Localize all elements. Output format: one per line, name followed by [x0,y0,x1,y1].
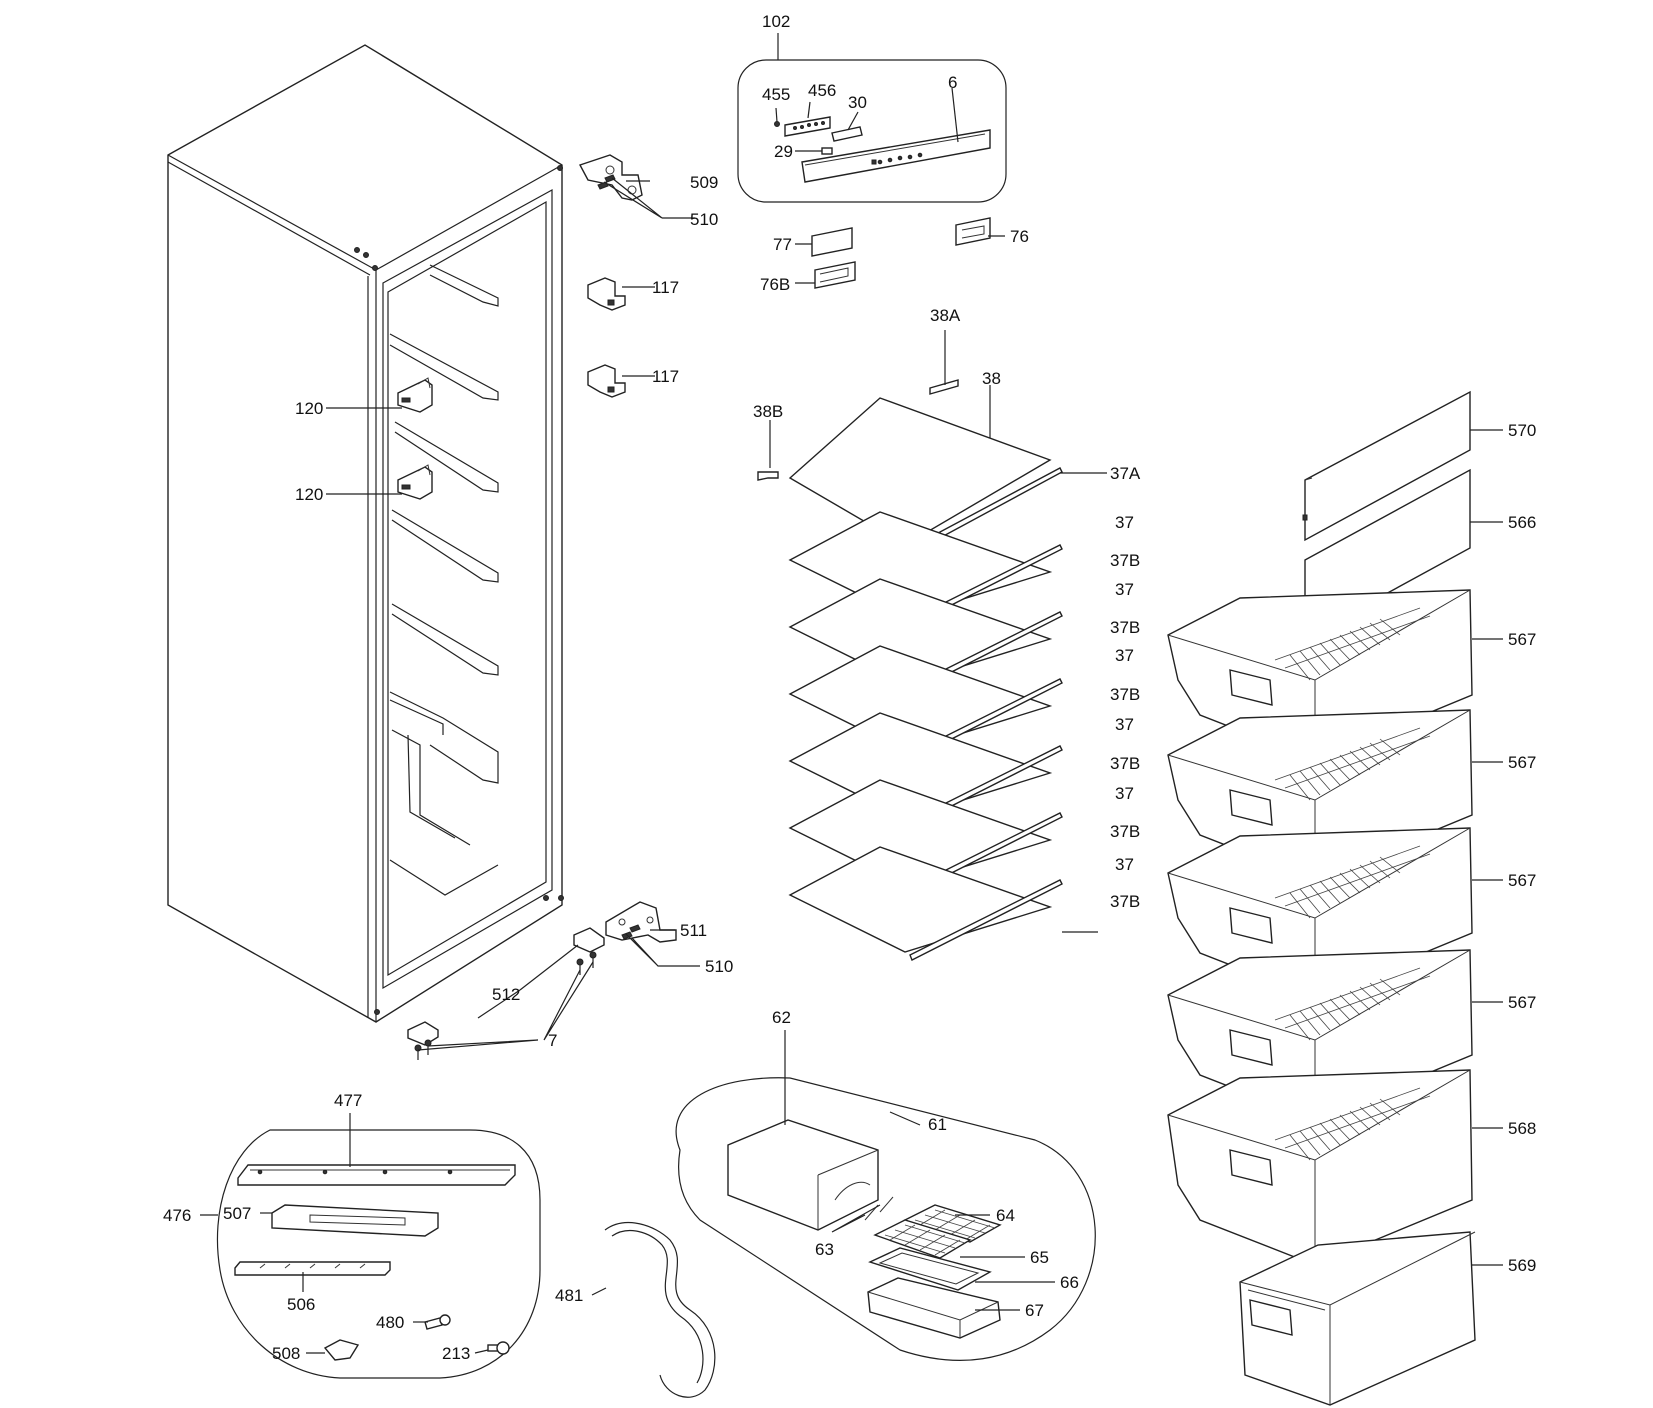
foot-512-lower [407,1021,439,1046]
callout-37b-4: 37B [1110,754,1140,773]
ice-tray-65 [873,1219,972,1259]
part-77 [811,227,853,257]
callout-37-5: 37 [1115,784,1134,803]
callout-567-c: 567 [1508,871,1536,890]
callout-37-2: 37 [1115,580,1134,599]
pcb-456-leds [793,121,825,130]
bottom-hinge-511 [605,901,677,943]
callout-120-lower: 120 [295,485,323,504]
callout-65: 65 [1030,1248,1049,1267]
callout-29: 29 [774,142,793,161]
cabinet-shelf-rails [389,264,499,896]
drawer-568 [1167,1069,1473,1266]
callout-77: 77 [773,235,792,254]
callout-38: 38 [982,369,1001,388]
bracket-507 [271,1204,439,1237]
callout-481: 481 [555,1286,583,1305]
clip-508 [323,1339,360,1361]
cabinet-body [167,44,564,1023]
callout-476: 476 [163,1206,191,1225]
callout-120-upper: 120 [295,399,323,418]
callout-64: 64 [996,1206,1015,1225]
ice-bin-67 [867,1277,1001,1339]
ice-cover-62 [727,1119,879,1231]
door-gasket-481 [604,1221,716,1398]
drawer-569 [1239,1231,1476,1406]
bracket-120-lower [397,464,433,500]
ice-frame-66 [868,1247,992,1291]
screw-480 [424,1314,451,1330]
callout-37b-3: 37B [1110,685,1140,704]
callout-30: 30 [848,93,867,112]
callout-569: 569 [1508,1256,1536,1275]
screws-510-top [597,174,616,190]
callout-37-1: 37 [1115,513,1134,532]
hinge-117-upper [587,277,626,311]
glass-shelf [788,846,1063,961]
drawers-567-568 [1167,589,1473,1266]
callout-477: 477 [334,1091,362,1110]
drawer-flap-570 [1302,390,1471,542]
callout-76: 76 [1010,227,1029,246]
grille-group-476 [216,1129,541,1379]
callout-570: 570 [1508,421,1536,440]
callout-61: 61 [928,1115,947,1134]
callout-508: 508 [272,1344,300,1363]
part-76 [955,217,991,246]
icemaker-group-61 [675,1077,1096,1361]
callout-7: 7 [548,1031,557,1050]
callout-labels: 102 455 456 30 6 29 509 510 77 76 76B 11… [163,12,1536,1363]
hinge-117-lower [587,364,626,398]
callout-213: 213 [442,1344,470,1363]
bracket-120-upper [397,377,433,413]
callout-66: 66 [1060,1273,1079,1292]
screw-213 [487,1341,510,1355]
callout-37b-2: 37B [1110,618,1140,637]
callout-37b-5: 37B [1110,822,1140,841]
display-dots [871,152,923,165]
callout-509: 509 [690,173,718,192]
callout-507: 507 [223,1204,251,1223]
leader-lines [200,33,1503,1354]
callout-511: 511 [680,921,707,940]
callout-117-lower: 117 [652,367,679,386]
callout-37-6: 37 [1115,855,1134,874]
callout-567-b: 567 [1508,753,1536,772]
callout-62: 62 [772,1008,791,1027]
callout-480: 480 [376,1313,404,1332]
callout-455: 455 [762,85,790,104]
callout-38b: 38B [753,402,783,421]
part-76b [814,261,856,289]
callout-117-upper: 117 [652,278,679,297]
strip-506 [234,1261,391,1276]
callout-67: 67 [1025,1301,1044,1320]
callout-76b: 76B [760,275,790,294]
callout-506: 506 [287,1295,315,1314]
callout-512: 512 [492,985,520,1004]
callout-567-a: 567 [1508,630,1536,649]
callout-37b-1: 37B [1110,551,1140,570]
callout-568: 568 [1508,1119,1536,1138]
control-panel-group-102 [737,59,1007,203]
callout-456: 456 [808,81,836,100]
glass-shelves-37 [788,511,1063,961]
callout-6: 6 [948,73,957,92]
callout-566: 566 [1508,513,1536,532]
callout-102: 102 [762,12,790,31]
callout-510-bottom: 510 [705,957,733,976]
callout-37-4: 37 [1115,715,1134,734]
callout-63: 63 [815,1240,834,1259]
callout-37b-6: 37B [1110,892,1140,911]
grille-477 [237,1164,516,1186]
callout-37-3: 37 [1115,646,1134,665]
callout-567-d: 567 [1508,993,1536,1012]
foot-512-upper [573,927,605,953]
callout-510-top: 510 [690,210,718,229]
callout-38a: 38A [930,306,961,325]
callout-37a: 37A [1110,464,1141,483]
